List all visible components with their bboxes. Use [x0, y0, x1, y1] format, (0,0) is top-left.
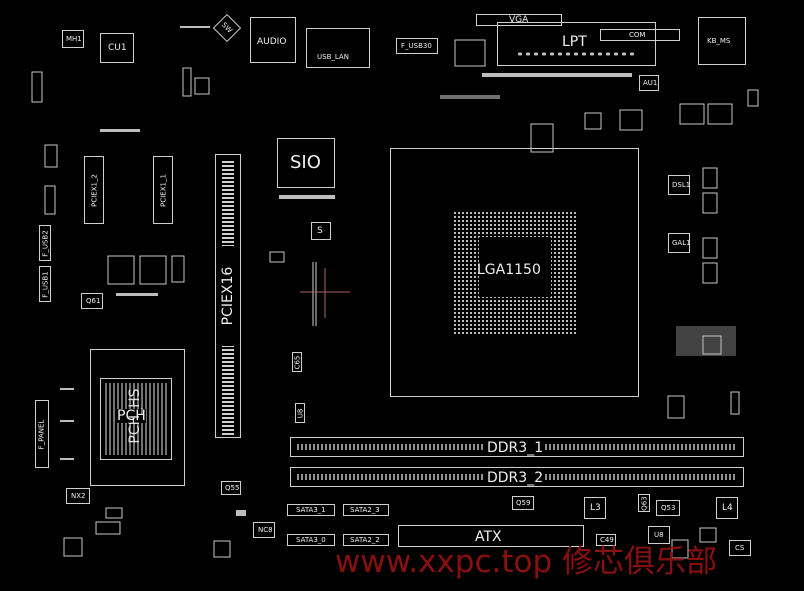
- sio-label: SIO: [290, 152, 321, 173]
- cu1-label: CU1: [108, 43, 127, 53]
- audio-connector: AUDIO: [250, 17, 296, 63]
- f-usb2-header: F_USB2: [39, 225, 51, 261]
- sata2-2-label: SATA2_2: [350, 536, 380, 544]
- watermark: www.xxpc.top 修芯俱乐部: [335, 544, 717, 580]
- kb-ms-connector: KB_MS: [698, 17, 746, 65]
- c65-chip: C65: [292, 352, 302, 372]
- q55-chip: Q55: [221, 481, 241, 495]
- sata3-0-label: SATA3_0: [296, 536, 326, 544]
- ddr3-2-label: DDR3_2: [485, 470, 546, 486]
- cs-chip: CS: [729, 540, 751, 556]
- f-panel-header: F_PANEL: [35, 400, 49, 468]
- com-connector: COM: [600, 29, 680, 41]
- cu1-chip: CU1: [100, 33, 134, 63]
- q63-chip: Q63: [638, 494, 650, 512]
- ddr3-1-label: DDR3_1: [485, 440, 546, 456]
- l3-label: L3: [590, 503, 601, 513]
- f-usb1-header: F_USB1: [39, 266, 51, 302]
- ddr3-1-slot: DDR3_1: [290, 437, 744, 457]
- gal1-label: GAL1: [672, 239, 691, 247]
- l4-label: L4: [722, 503, 733, 513]
- cpu-label: LGA1150: [477, 262, 541, 278]
- mh1-label: MH1: [66, 35, 82, 43]
- gal1-chip: GAL1: [668, 233, 691, 253]
- dsl1-chip: DSL1: [668, 175, 690, 195]
- pciex1-2-slot: PCIEX1_2: [84, 156, 104, 224]
- sata3-0-port: SATA3_0: [287, 534, 335, 546]
- u8-chip: U8: [648, 526, 670, 544]
- mh1-hole: MH1: [62, 30, 84, 48]
- q53-chip: Q53: [656, 500, 680, 516]
- lpt-label: LPT: [562, 34, 587, 50]
- sata3-1-port: SATA3_1: [287, 504, 335, 516]
- usb-lan-connector: USB_LAN: [306, 28, 370, 68]
- sata2-2-port: SATA2_2: [343, 534, 389, 546]
- u8-label: U8: [654, 531, 664, 539]
- vga-connector: VGA: [476, 14, 562, 26]
- f-usb30-label: F_USB30: [401, 42, 432, 50]
- sata2-3-label: SATA2_3: [350, 506, 380, 514]
- atx-connector: ATX: [398, 525, 584, 547]
- cs-label: CS: [735, 544, 745, 552]
- kb-ms-label: KB_MS: [707, 37, 731, 45]
- q61-chip: Q61: [81, 293, 103, 309]
- nx2-label: NX2: [71, 492, 86, 500]
- au1-chip: AU1: [639, 75, 659, 91]
- l4-inductor: L4: [716, 497, 738, 519]
- pciex16-slot: PCIEX16: [215, 154, 241, 438]
- s-label: S: [317, 226, 323, 236]
- vga-label: VGA: [509, 15, 529, 25]
- c49-chip: C49: [596, 534, 616, 546]
- nx2-chip: NX2: [66, 488, 90, 504]
- sata3-1-label: SATA3_1: [296, 506, 326, 514]
- u8-left-chip: U8: [295, 403, 305, 423]
- s-chip: S: [311, 222, 331, 240]
- dsl1-label: DSL1: [672, 181, 691, 189]
- audio-label: AUDIO: [257, 37, 287, 47]
- com-label: COM: [629, 31, 646, 39]
- q53-label: Q53: [661, 504, 676, 512]
- pch-label: PCH: [117, 408, 146, 424]
- cpu-socket: LGA1150: [390, 148, 639, 397]
- q59-chip: Q59: [512, 496, 534, 510]
- f-usb30-header: F_USB30: [396, 38, 438, 54]
- pciex1-1-slot: PCIEX1_1: [153, 156, 173, 224]
- pch-heatsink-outline: [90, 349, 185, 486]
- nc8-chip: NC8: [253, 522, 275, 538]
- sata2-3-port: SATA2_3: [343, 504, 389, 516]
- nc8-label: NC8: [258, 526, 273, 534]
- c49-label: C49: [600, 536, 614, 544]
- atx-label: ATX: [475, 529, 502, 545]
- q59-label: Q59: [516, 499, 531, 507]
- sio-chip: SIO: [277, 138, 335, 188]
- l3-inductor: L3: [584, 497, 606, 519]
- q55-label: Q55: [225, 484, 240, 492]
- usb-lan-label: USB_LAN: [317, 53, 349, 61]
- pch-chip: PCH PCH_HS: [100, 378, 172, 460]
- ddr3-2-slot: DDR3_2: [290, 467, 744, 487]
- au1-label: AU1: [643, 79, 658, 87]
- q61-label: Q61: [86, 297, 101, 305]
- lpt-connector: LPT: [497, 22, 656, 66]
